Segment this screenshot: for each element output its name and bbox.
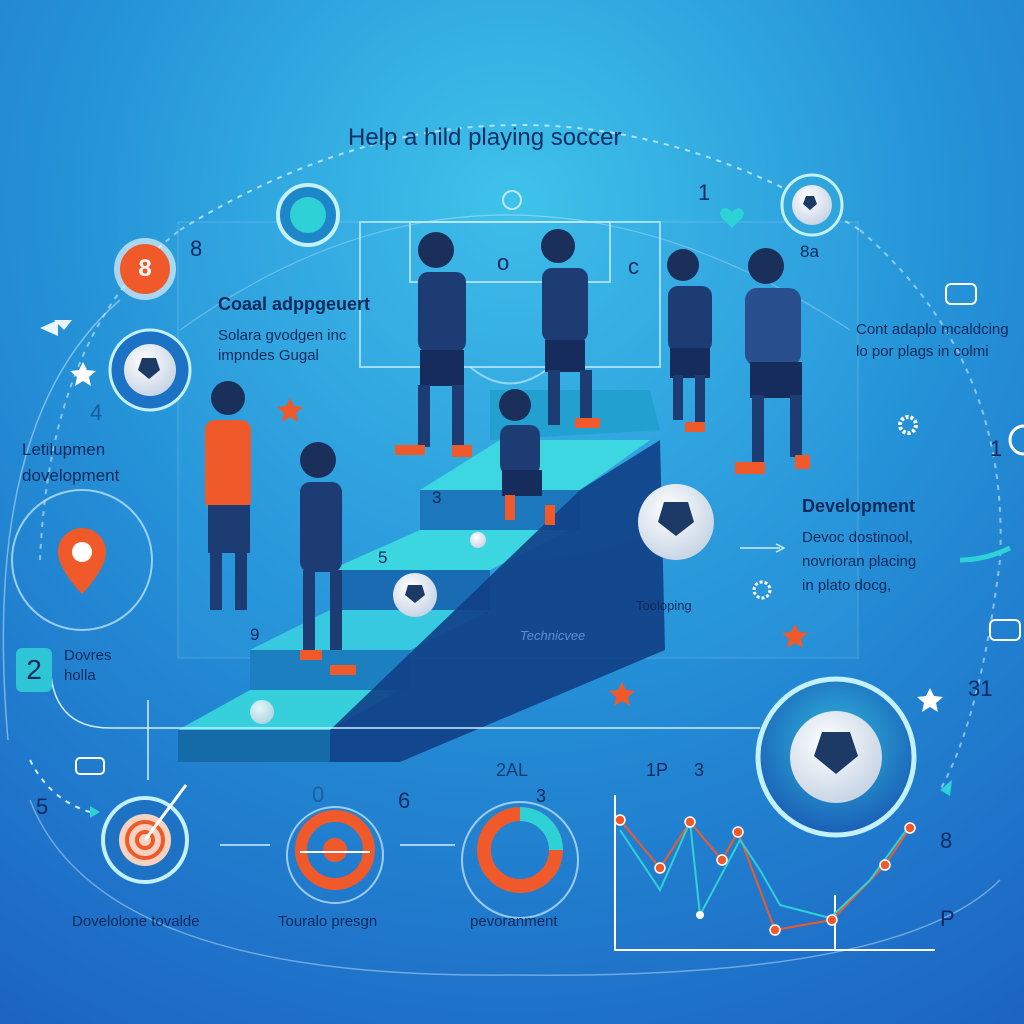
donut-orange xyxy=(295,810,375,890)
development-heading: Development xyxy=(802,496,916,516)
gear-icon xyxy=(898,415,918,435)
label-6: 6 xyxy=(398,788,411,813)
bottom-label-right: pevoranment xyxy=(470,913,558,930)
left-side-line2: dovelopment xyxy=(22,466,120,485)
outer-arc-bottom xyxy=(29,799,1001,976)
development-line1: Devoc dostinool, xyxy=(802,529,913,546)
battery-icon-2 xyxy=(989,619,1021,641)
bottom-top-b: 1P xyxy=(646,760,669,780)
label-p: P xyxy=(940,906,955,931)
players xyxy=(205,229,810,675)
label-4: 4 xyxy=(90,400,103,425)
right-top-line2: lo por plags in colmi xyxy=(856,343,989,360)
number-badge: 8 xyxy=(120,244,170,294)
right-top-line1: Cont adaplo mcaldcing xyxy=(856,321,1009,338)
step-number-square: 2 xyxy=(16,648,52,692)
label-0: 0 xyxy=(312,782,325,807)
field-center-mark xyxy=(502,190,522,210)
label-31: 31 xyxy=(968,676,993,701)
left-panel-line1: Solara gvodgen inc xyxy=(218,327,347,344)
page-title: Help a hild playing soccer xyxy=(348,124,622,151)
line-chart xyxy=(614,795,935,951)
label-1: 1 xyxy=(698,180,711,205)
label-8: 8 xyxy=(190,236,203,261)
square-caption-line1: Dovres xyxy=(64,647,112,664)
chip-icon xyxy=(75,757,105,775)
dashed-arc-bottom-right xyxy=(939,559,1001,791)
battery-icon xyxy=(945,283,977,305)
star-icon xyxy=(277,398,303,422)
label-9: 9 xyxy=(250,625,260,644)
outer-arc-left xyxy=(2,299,121,741)
bottom-top-a: 2AL xyxy=(496,760,529,780)
goal-mark-o: o xyxy=(497,250,510,275)
square-caption-line2: holla xyxy=(64,667,96,684)
technicvee-label: Technicvee xyxy=(520,628,586,643)
label-3: 3 xyxy=(432,488,442,507)
dashed-arc-right xyxy=(859,229,1002,561)
label-5: 5 xyxy=(378,548,388,567)
label-8-bottom: 8 xyxy=(940,828,953,853)
steps xyxy=(178,390,665,762)
goal-mark-c: c xyxy=(628,254,639,279)
development-line3: in plato docg, xyxy=(802,577,892,594)
bottom-top-c: 3 xyxy=(536,786,547,806)
left-side-line1: Letilupmen xyxy=(22,440,106,459)
tooloping-label: Tooloping xyxy=(636,598,692,613)
label-5-bottom: 5 xyxy=(36,794,49,819)
bottom-label-middle: Touralo presgn xyxy=(278,913,378,930)
heart-icon xyxy=(720,208,744,228)
label-1-right: 1 xyxy=(990,436,1003,461)
label-8a: 8a xyxy=(800,242,819,261)
left-panel-line2: impndes Gugal xyxy=(218,347,319,364)
gear-icon-2 xyxy=(752,580,772,600)
bottom-label-left: Dovelolone tovalde xyxy=(72,913,200,930)
development-line2: novrioran placing xyxy=(802,553,917,570)
goal-inner xyxy=(409,221,611,283)
left-panel-heading: Coaal adppgeuert xyxy=(218,294,371,314)
bottom-top-3: 3 xyxy=(694,760,705,780)
